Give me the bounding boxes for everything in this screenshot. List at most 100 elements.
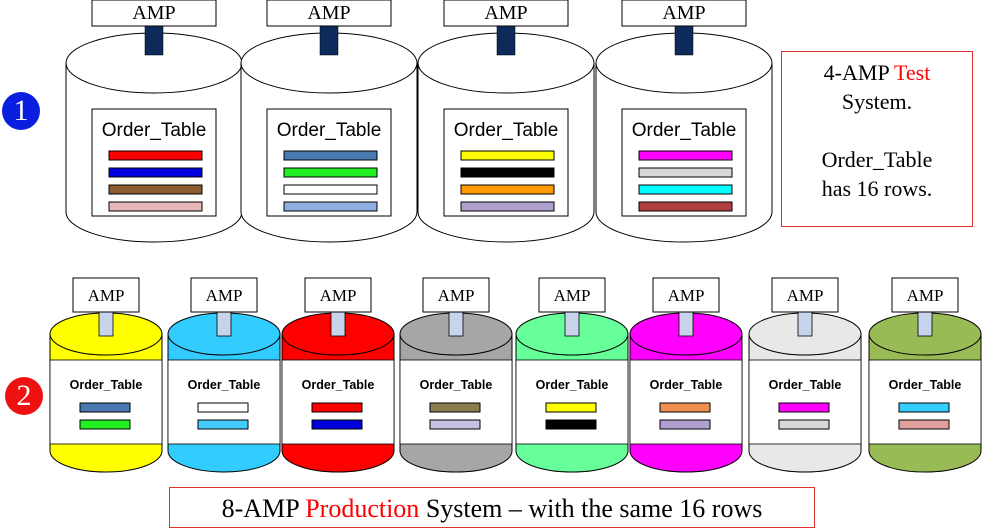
production-amp-unit: AMP Order_Table <box>167 277 281 473</box>
amp-box <box>304 277 372 313</box>
amp-box <box>443 0 569 27</box>
production-amp-unit: AMP Order_Table <box>515 277 629 473</box>
table-row-bar <box>460 167 555 178</box>
amp-label: AMP <box>554 286 591 305</box>
order-table-label: Order_Table <box>70 378 143 392</box>
test-system-line2: System. <box>841 89 913 114</box>
step-1-badge: 1 <box>2 92 40 130</box>
amp-box <box>652 277 720 313</box>
table-row-bar <box>429 419 481 430</box>
table-row-bar <box>283 150 378 161</box>
amp-connector <box>319 21 339 56</box>
order-table-label: Order_Table <box>454 120 559 141</box>
table-row-bar <box>638 150 733 161</box>
order-table-label: Order_Table <box>188 378 261 392</box>
amp-box <box>891 277 959 313</box>
table-row-bar <box>460 184 555 195</box>
order-table-box <box>629 359 743 445</box>
order-table-label: Order_Table <box>650 378 723 392</box>
amp-label: AMP <box>206 286 243 305</box>
table-row-bar <box>638 167 733 178</box>
production-system-caption: 8-AMP Production System – with the same … <box>169 487 815 528</box>
amp-label: AMP <box>132 2 175 24</box>
test-system-note: 4-AMP Test System. Order_Table has 16 ro… <box>781 51 973 227</box>
production-amp-unit: AMP Order_Table <box>748 277 862 473</box>
amp-box <box>538 277 606 313</box>
amp-label: AMP <box>484 2 527 24</box>
table-row-bar <box>108 201 203 212</box>
order-table-box <box>49 359 163 445</box>
amp-box <box>621 0 747 27</box>
order-table-box <box>266 108 392 217</box>
amp-label: AMP <box>438 286 475 305</box>
table-row-bar <box>311 402 363 413</box>
production-amp-unit: AMP Order_Table <box>399 277 513 473</box>
table-row-bar <box>108 184 203 195</box>
table-row-bar <box>283 201 378 212</box>
amp-label: AMP <box>320 286 357 305</box>
order-table-box <box>399 359 513 445</box>
production-amp-unit: AMP Order_Table <box>629 277 743 473</box>
order-table-label: Order_Table <box>769 378 842 392</box>
table-row-bar <box>108 167 203 178</box>
order-table-box <box>91 108 217 217</box>
table-row-bar <box>545 402 597 413</box>
amp-label: AMP <box>668 286 705 305</box>
step-2-badge: 2 <box>5 377 43 415</box>
amp-label: AMP <box>662 2 705 24</box>
test-system-prefix: 4-AMP <box>823 60 894 85</box>
amp-box <box>72 277 140 313</box>
order-table-label: Order_Table <box>302 378 375 392</box>
table-row-bar <box>197 419 249 430</box>
test-system-line4: has 16 rows. <box>821 176 933 201</box>
amp-label: AMP <box>787 286 824 305</box>
table-row-bar <box>545 419 597 430</box>
order-table-label: Order_Table <box>420 378 493 392</box>
test-amp-unit: AMP Order_Table <box>595 0 773 243</box>
table-row-bar <box>638 201 733 212</box>
order-table-label: Order_Table <box>889 378 962 392</box>
amp-box <box>422 277 490 313</box>
table-row-bar <box>659 402 711 413</box>
test-amp-unit: AMP Order_Table <box>417 0 595 243</box>
order-table-label: Order_Table <box>632 120 737 141</box>
spacer <box>782 116 972 145</box>
test-system-highlight: Test <box>893 60 931 85</box>
order-table-box <box>443 108 569 217</box>
table-row-bar <box>898 402 950 413</box>
amp-label: AMP <box>907 286 944 305</box>
amp-box <box>91 0 217 27</box>
order-table-label: Order_Table <box>536 378 609 392</box>
order-table-box <box>621 108 747 217</box>
amp-box <box>190 277 258 313</box>
table-row-bar <box>898 419 950 430</box>
table-row-bar <box>638 184 733 195</box>
production-prefix: 8-AMP <box>221 494 306 523</box>
table-row-bar <box>197 402 249 413</box>
amp-label: AMP <box>307 2 350 24</box>
order-table-label: Order_Table <box>102 120 207 141</box>
table-row-bar <box>460 201 555 212</box>
test-system-line1: 4-AMP Test <box>782 58 972 87</box>
table-row-bar <box>283 184 378 195</box>
table-row-bar <box>460 150 555 161</box>
table-row-bar <box>429 402 481 413</box>
test-amp-unit: AMP Order_Table <box>65 0 243 243</box>
table-row-bar <box>283 167 378 178</box>
production-highlight: Production <box>305 494 420 523</box>
order-table-box <box>281 359 395 445</box>
order-table-box <box>868 359 982 445</box>
test-amp-unit: AMP Order_Table <box>240 0 418 243</box>
amp-box <box>266 0 392 27</box>
order-table-box <box>748 359 862 445</box>
order-table-box <box>515 359 629 445</box>
production-amp-unit: AMP Order_Table <box>868 277 982 473</box>
table-row-bar <box>659 419 711 430</box>
table-row-bar <box>311 419 363 430</box>
table-row-bar <box>79 419 131 430</box>
table-row-bar <box>778 402 830 413</box>
test-system-line3: Order_Table <box>821 147 933 172</box>
order-table-label: Order_Table <box>277 120 382 141</box>
